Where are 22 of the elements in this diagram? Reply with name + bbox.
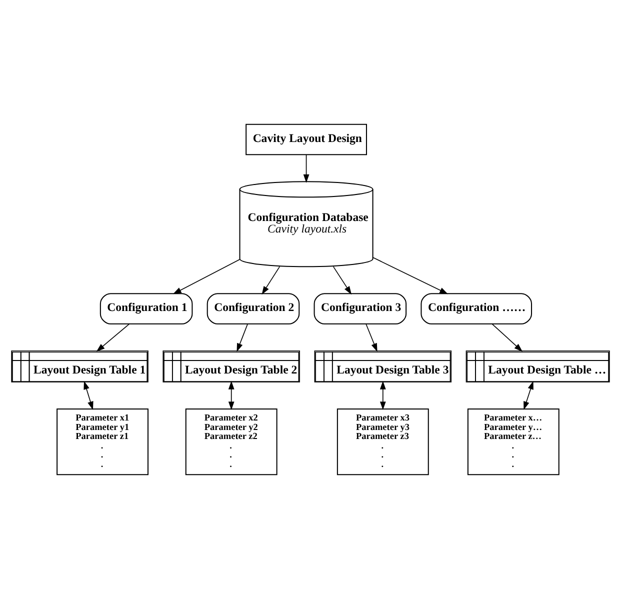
arrow bbox=[524, 380, 534, 410]
node-box: Configuration 1 bbox=[100, 292, 193, 324]
node-box: Configuration …… bbox=[420, 292, 532, 324]
arrow bbox=[262, 266, 280, 294]
arrow bbox=[236, 323, 248, 352]
arrow bbox=[380, 380, 386, 410]
node-box: Parameter x3 Parameter y3 Parameter z3 . . . bbox=[336, 408, 429, 475]
node-box: Parameter x1 Parameter y1 Parameter z1 . . . bbox=[56, 408, 148, 475]
arrow bbox=[84, 380, 94, 410]
arrow bbox=[172, 258, 240, 294]
arrow bbox=[366, 323, 378, 352]
node-box: Parameter x… Parameter y… Parameter z… . . . bbox=[467, 408, 560, 475]
arrow bbox=[228, 380, 234, 410]
node-box: Parameter x2 Parameter y2 Parameter z2 . . . bbox=[185, 408, 278, 475]
node-box: Configuration 3 bbox=[314, 292, 407, 324]
node-box: Cavity Layout Design bbox=[246, 123, 367, 155]
arrow bbox=[492, 323, 523, 352]
arrow bbox=[96, 323, 130, 352]
arrow bbox=[303, 154, 310, 182]
node-box: Configuration 2 bbox=[206, 292, 300, 324]
arrow bbox=[372, 256, 448, 294]
arrow bbox=[332, 266, 352, 294]
